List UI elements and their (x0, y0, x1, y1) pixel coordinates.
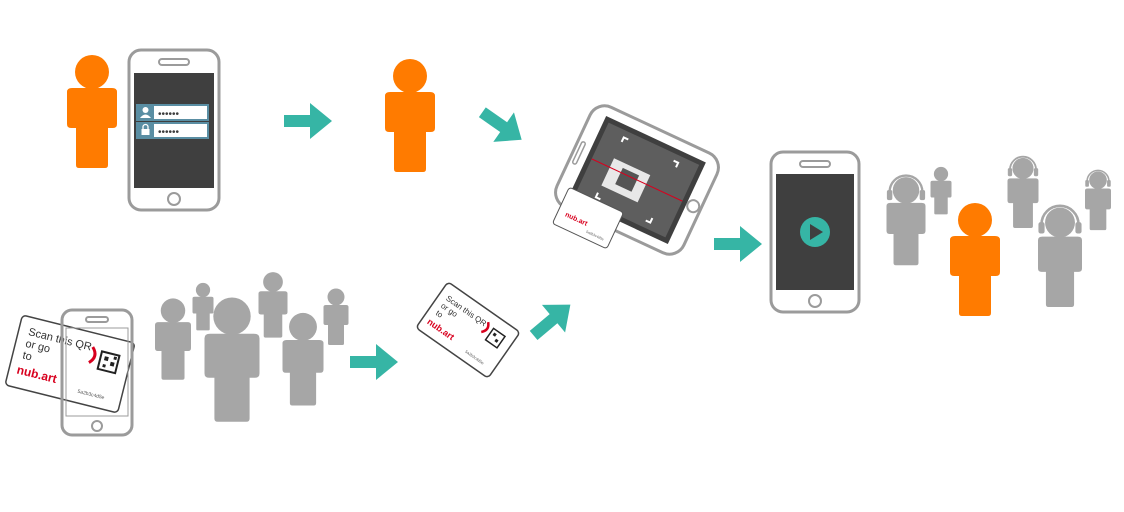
user-icon (140, 107, 151, 118)
card-medium: Scan this QR or go to nub.art 5a2b3c4d5e (416, 282, 520, 378)
play-icon[interactable] (800, 217, 830, 247)
person-crowd (204, 297, 260, 422)
crowd-group (155, 272, 349, 422)
phone-scanning (554, 104, 720, 256)
person-crowd (155, 298, 191, 380)
username-value: •••••• (158, 109, 180, 120)
password-field[interactable]: •••••• (136, 122, 209, 139)
person-user-orange-listening (950, 203, 1000, 316)
arrow-icon (714, 226, 762, 262)
person-listener (930, 166, 952, 215)
card-code: 5a2b3c4d5e (585, 230, 604, 242)
person-user-orange-logged-in (385, 59, 435, 172)
person-listener (1085, 171, 1111, 231)
person-crowd (258, 272, 288, 338)
qr-code (96, 350, 121, 375)
card-text-line3: to (21, 349, 33, 363)
password-value: •••••• (158, 127, 180, 138)
card-text-line3: to (434, 309, 445, 321)
card-brand-mark (88, 346, 97, 364)
phone-player (769, 150, 861, 314)
person-listener (1007, 157, 1039, 228)
arrow-icon (522, 290, 582, 350)
person-listener (886, 177, 926, 266)
person-listener (1038, 207, 1082, 308)
username-field[interactable]: •••••• (136, 104, 209, 121)
card-text-line2: or go (24, 338, 51, 356)
phone-login: •••••• •••••• (127, 48, 221, 212)
person-crowd (323, 288, 349, 345)
card-small-scanned: nub.art 5a2b3c4d5e (552, 187, 624, 249)
arrow-icon (472, 97, 532, 155)
person-crowd (282, 312, 324, 406)
person-crowd (192, 282, 214, 331)
arrow-icon (350, 344, 398, 380)
card-brand-mark (480, 321, 490, 334)
card-large: Scan this QR or go to nub.art 5a2b3c4d5e (5, 315, 135, 413)
qr-code (484, 327, 507, 349)
arrow-icon (284, 103, 332, 139)
person-user-orange (67, 55, 117, 168)
phone-holding-card (60, 308, 134, 437)
lock-icon (141, 123, 150, 135)
